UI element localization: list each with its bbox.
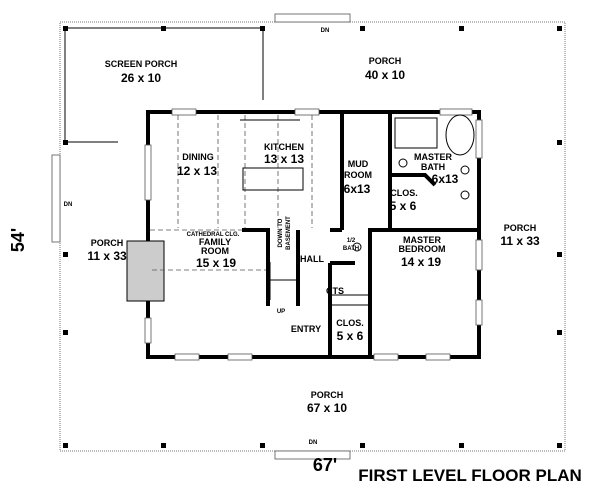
screen-porch-wall [64, 27, 264, 143]
room-size: 12 x 13 [177, 164, 217, 178]
room-name: BATH [343, 246, 359, 252]
room-name: MASTER [403, 235, 442, 245]
steps-bottom [274, 450, 351, 460]
dn-label: DN [309, 440, 318, 446]
room-name: CLOS. [336, 318, 364, 328]
room-name: ROOM [344, 170, 372, 180]
room-name: MUD [348, 159, 369, 169]
room-size: 11 x 33 [500, 234, 540, 248]
room-name: 1/2 [347, 238, 356, 244]
room-name: BATH [421, 162, 445, 172]
width-dimension: 67' [313, 455, 337, 475]
room-size: 6x13 [344, 182, 371, 196]
dashed-lines [150, 115, 313, 300]
room-size: 67 x 10 [307, 401, 347, 415]
dn-label: DN [321, 28, 330, 34]
room-name: DINING [182, 152, 214, 162]
steps-left [51, 154, 61, 243]
room-size: 5 x 6 [390, 199, 417, 213]
room-size: 11 x 33 [87, 249, 127, 263]
room-name: ENTRY [291, 324, 321, 334]
room-name: FAMILY [199, 237, 231, 247]
room-name: BASEMENT [286, 216, 292, 250]
room-name: KITCHEN [264, 142, 304, 152]
room-name: HALL [300, 254, 324, 264]
room-size: 40 x 10 [365, 68, 405, 82]
porch-outline [59, 21, 566, 452]
plan-title: FIRST LEVEL FLOOR PLAN [358, 466, 582, 485]
room-name: MASTER [414, 152, 453, 162]
room-name: CLOS. [390, 188, 418, 198]
room-size: 13 x 13 [264, 152, 304, 166]
room-name: CTS [326, 286, 344, 296]
room-size: 6x13 [432, 172, 459, 186]
interior-walls [242, 112, 479, 357]
room-size: 14 x 19 [401, 255, 441, 269]
steps-top [274, 13, 351, 23]
room-name: SCREEN PORCH [105, 59, 178, 69]
room-name: PORCH [504, 223, 537, 233]
room-size: 15 x 19 [196, 256, 236, 270]
room-name: PORCH [311, 390, 344, 400]
porch-posts [63, 26, 562, 448]
bath-fixtures [352, 114, 475, 252]
room-name: PORCH [91, 238, 124, 248]
room-name: BEDROOM [399, 244, 446, 254]
fireplace [126, 240, 165, 302]
depth-dimension: 54' [8, 228, 28, 252]
room-name: CATHEDRAL CLG. [187, 232, 240, 238]
room-size: 5 x 6 [337, 329, 364, 343]
room-size: 26 x 10 [121, 71, 161, 85]
room-name: ROOM [201, 246, 229, 256]
dn-label: DN [64, 202, 73, 208]
room-name: DOWN TO [278, 218, 284, 247]
up-label: UP [277, 309, 285, 315]
room-name: PORCH [369, 56, 402, 66]
